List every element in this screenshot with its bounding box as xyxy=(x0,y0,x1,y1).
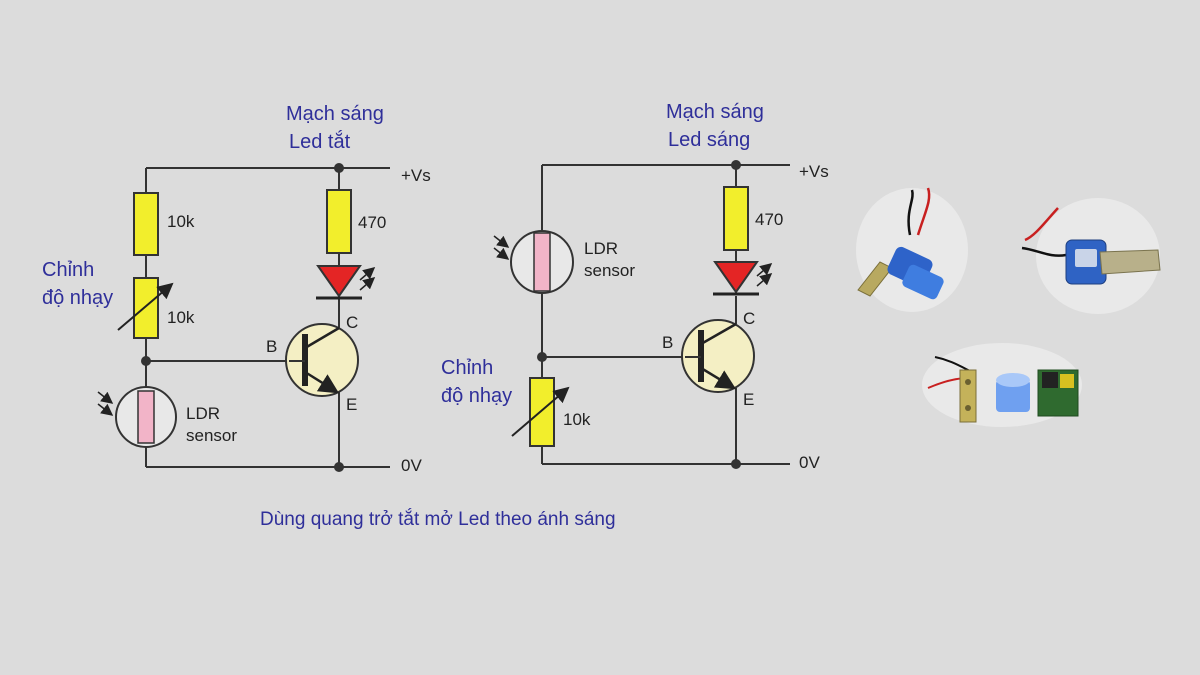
right-supply-label: +Vs xyxy=(799,162,829,181)
left-r-var-label: 10k xyxy=(167,308,195,327)
right-emitter-label: E xyxy=(743,390,754,409)
right-circuit xyxy=(541,164,790,465)
caption: Dùng quang trở tắt mở Led theo ánh sáng xyxy=(260,508,616,530)
left-r-led-label: 470 xyxy=(358,213,386,232)
left-title-line1: Mạch sáng xyxy=(286,103,384,125)
photo-sensor-2 xyxy=(1021,198,1161,314)
right-variable-arrow xyxy=(511,386,570,437)
right-r-led-label: 470 xyxy=(755,210,783,229)
left-adjust-line2: độ nhạy xyxy=(42,287,113,309)
right-ldr-line1: LDR xyxy=(584,239,618,258)
left-ldr-line1: LDR xyxy=(186,404,220,423)
left-r-top-label: 10k xyxy=(167,212,195,231)
right-adjust-line1: Chỉnh xyxy=(441,357,493,379)
right-base-label: B xyxy=(662,333,673,352)
right-led xyxy=(713,261,773,296)
left-transistor xyxy=(285,323,359,397)
left-variable-resistor xyxy=(133,277,159,339)
left-emitter-label: E xyxy=(346,395,357,414)
left-ground-label: 0V xyxy=(401,456,422,475)
left-ldr xyxy=(97,386,177,448)
right-nodes xyxy=(537,160,741,469)
left-resistor-470 xyxy=(326,189,352,254)
left-ldr-line2: sensor xyxy=(186,426,237,445)
left-variable-arrow xyxy=(117,282,174,331)
left-collector-label: C xyxy=(346,313,358,332)
photo-sensor-1 xyxy=(856,187,968,312)
right-r-var-label: 10k xyxy=(563,410,591,429)
right-ground-label: 0V xyxy=(799,453,820,472)
right-collector-label: C xyxy=(743,309,755,328)
right-variable-resistor xyxy=(529,377,555,447)
left-nodes xyxy=(141,163,344,472)
left-base-label: B xyxy=(266,337,277,356)
left-resistor-10k xyxy=(133,192,159,256)
right-transistor xyxy=(681,319,755,393)
right-title-line1: Mạch sáng xyxy=(666,101,764,123)
right-ldr-line2: sensor xyxy=(584,261,635,280)
right-resistor-470 xyxy=(723,186,749,251)
photo-sensor-parts xyxy=(922,343,1082,427)
left-led xyxy=(316,265,376,300)
right-title-line2: Led sáng xyxy=(668,129,750,151)
left-supply-label: +Vs xyxy=(401,166,431,185)
right-adjust-line2: độ nhạy xyxy=(441,385,512,407)
left-title-line2: Led tắt xyxy=(289,130,351,153)
left-adjust-line1: Chỉnh xyxy=(42,259,94,281)
right-ldr xyxy=(493,230,574,294)
